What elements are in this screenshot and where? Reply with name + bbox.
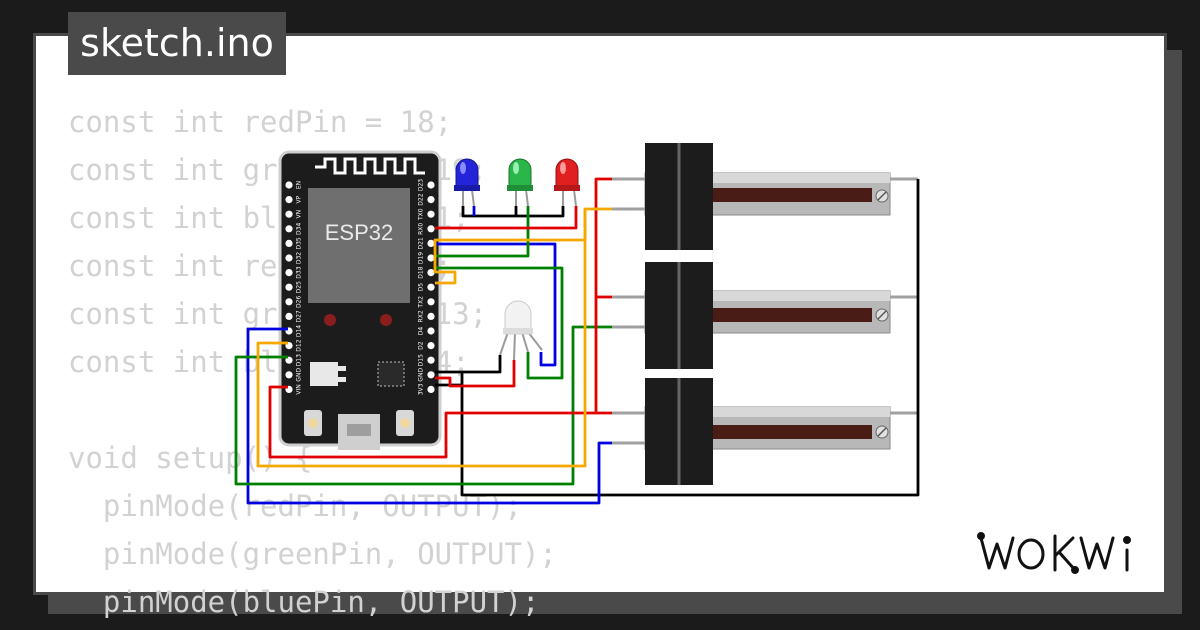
pin-hole[interactable]	[427, 196, 435, 204]
pin-hole[interactable]	[285, 254, 293, 262]
code-line: pinMode(bluePin, OUTPUT);	[68, 585, 540, 619]
pin-label: GND	[296, 368, 303, 382]
pin-hole[interactable]	[427, 210, 435, 218]
pin-hole[interactable]	[427, 181, 435, 189]
rgb-led[interactable]	[499, 300, 543, 361]
wiring	[234, 177, 920, 505]
pin-hole[interactable]	[427, 342, 435, 350]
code-line: pinMode(greenPin, OUTPUT);	[68, 537, 557, 571]
pin-label: D21	[418, 237, 425, 249]
pin-label: D15	[418, 354, 425, 366]
pin-hole[interactable]	[427, 356, 435, 364]
pin-label: D26	[296, 295, 303, 307]
pin-hole[interactable]	[427, 312, 435, 320]
pin-hole[interactable]	[427, 269, 435, 277]
pin-label: D22	[418, 193, 425, 205]
esp32-module	[308, 188, 410, 303]
led-blue[interactable]	[454, 158, 480, 207]
pin-hole[interactable]	[427, 298, 435, 306]
slide-potentiometer-1[interactable]	[644, 143, 891, 250]
pin-label: D13	[296, 354, 303, 366]
pin-label: 3V3	[418, 383, 425, 395]
pin-label: D19	[418, 252, 425, 264]
pin-hole[interactable]	[427, 225, 435, 233]
pin-hole[interactable]	[285, 239, 293, 247]
pin-hole[interactable]	[427, 327, 435, 335]
pin-label: RX0	[418, 223, 425, 235]
pin-label: RX2	[418, 310, 425, 322]
pin-label: VP	[296, 195, 303, 203]
pin-hole[interactable]	[285, 196, 293, 204]
pin-label: D4	[418, 327, 425, 336]
pin-label: D2	[418, 341, 425, 350]
pin-label: D5	[418, 283, 425, 292]
pin-hole[interactable]	[285, 298, 293, 306]
esp32-board[interactable]: ESP32 ENVPVND34D35D32D33D25D26D27D14D12D…	[278, 150, 442, 450]
pin-label: D27	[296, 310, 303, 322]
pin-label: D23	[418, 179, 425, 191]
pin-hole[interactable]	[285, 269, 293, 277]
pin-hole[interactable]	[427, 283, 435, 291]
esp32-chip-label: ESP32	[325, 220, 394, 245]
pin-hole[interactable]	[285, 312, 293, 320]
pin-label: GND	[418, 368, 425, 382]
pin-label: D35	[296, 237, 303, 249]
usb-chip	[377, 361, 405, 387]
led-green[interactable]	[507, 158, 533, 207]
file-tab[interactable]: sketch.ino	[68, 12, 286, 75]
code-line: const int redPin = 18;	[68, 105, 453, 139]
right-pin-header: D23D22TX0RX0D21D19D18D5TX2RX2D4D2D15GND3…	[418, 179, 435, 395]
pin-hole[interactable]	[285, 210, 293, 218]
wifi-antenna-trace	[315, 157, 425, 175]
voltage-regulator	[310, 362, 338, 386]
pin-label: D18	[418, 266, 425, 278]
pin-hole[interactable]	[427, 254, 435, 262]
pin-label: D32	[296, 252, 303, 264]
slide-potentiometer-3[interactable]	[644, 378, 891, 485]
pin-label: VIN	[296, 384, 303, 394]
pin-hole[interactable]	[285, 356, 293, 364]
pin-label: D25	[296, 281, 303, 293]
pin-label: D34	[296, 222, 303, 234]
pin-label: EN	[296, 181, 303, 189]
pin-label: VN	[296, 210, 303, 219]
pin-label: D14	[296, 325, 303, 337]
led-red[interactable]	[554, 158, 580, 207]
pin-hole[interactable]	[427, 239, 435, 247]
pin-label: TX2	[418, 296, 425, 309]
pin-hole[interactable]	[427, 371, 435, 379]
pin-label: D33	[296, 266, 303, 278]
pin-hole[interactable]	[427, 385, 435, 393]
pin-label: D12	[296, 339, 303, 351]
slide-potentiometer-2[interactable]	[644, 262, 891, 369]
pin-label: TX0	[418, 208, 425, 221]
pin-hole[interactable]	[285, 181, 293, 189]
pot-pins	[612, 177, 918, 445]
pin-hole[interactable]	[285, 225, 293, 233]
pin-hole[interactable]	[285, 283, 293, 291]
wokwi-logo	[977, 532, 1131, 574]
pin-hole[interactable]	[285, 371, 293, 379]
